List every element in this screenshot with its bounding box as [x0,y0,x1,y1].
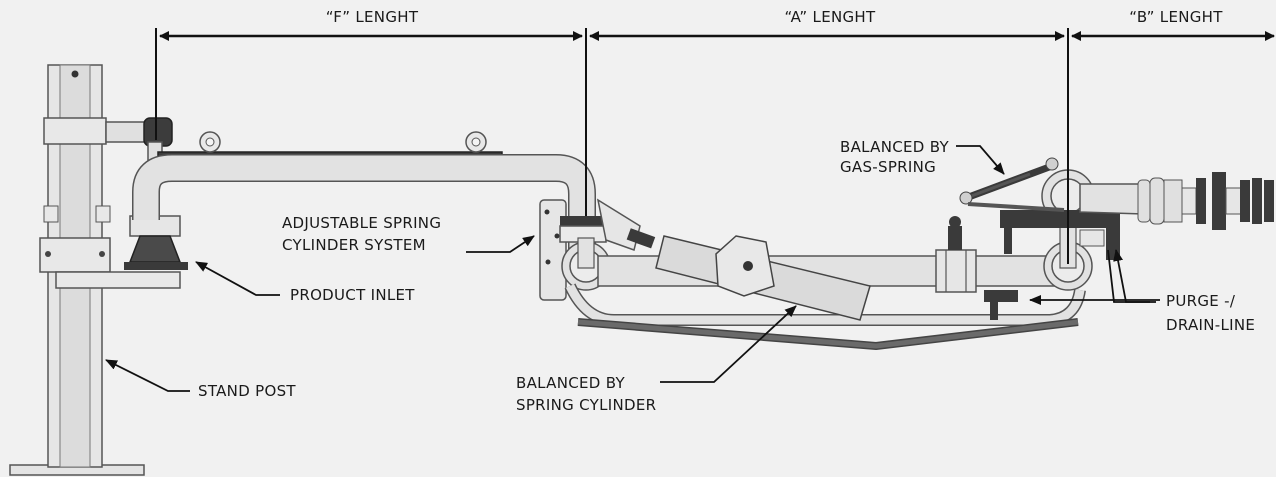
purge-label-line1: PURGE -/ [1166,292,1236,310]
callout-stand-post: STAND POST [105,359,296,400]
drag-link [577,318,1079,350]
b-length-label: “B” LENGHT [1129,8,1223,26]
spring-cylinder-label-line2: SPRING CYLINDER [516,396,656,414]
adjustable-label-line1: ADJUSTABLE SPRING [282,214,441,232]
inlet-swivel [105,117,188,270]
f-length-label: “F” LENGHT [326,8,419,26]
callout-purge-drain: PURGE -/ DRAIN-LINE [1029,249,1255,334]
elbow-swivel [539,198,656,301]
coupler [1079,172,1274,230]
a-length-label: “A” LENGHT [785,8,876,26]
gas-spring-label-line1: BALANCED BY [840,138,949,156]
callout-product-inlet: PRODUCT INLET [195,261,415,304]
gas-spring-label-line2: GAS-SPRING [840,158,936,176]
spring-cylinder-label-line1: BALANCED BY [516,374,625,392]
callout-gas-spring: BALANCED BY GAS-SPRING [840,138,1005,176]
callout-adjustable-spring: ADJUSTABLE SPRING CYLINDER SYSTEM [282,214,535,254]
stand-post-label: STAND POST [198,382,296,400]
dimension-lines [155,28,1275,264]
inner-arm [132,131,596,252]
stand-post [9,64,181,476]
adjustable-label-line2: CYLINDER SYSTEM [282,236,426,254]
product-inlet-label: PRODUCT INLET [290,286,415,304]
spring-cylinder [655,235,871,321]
callout-spring-cylinder: BALANCED BY SPRING CYLINDER [516,305,797,414]
purge-label-line2: DRAIN-LINE [1166,316,1255,334]
